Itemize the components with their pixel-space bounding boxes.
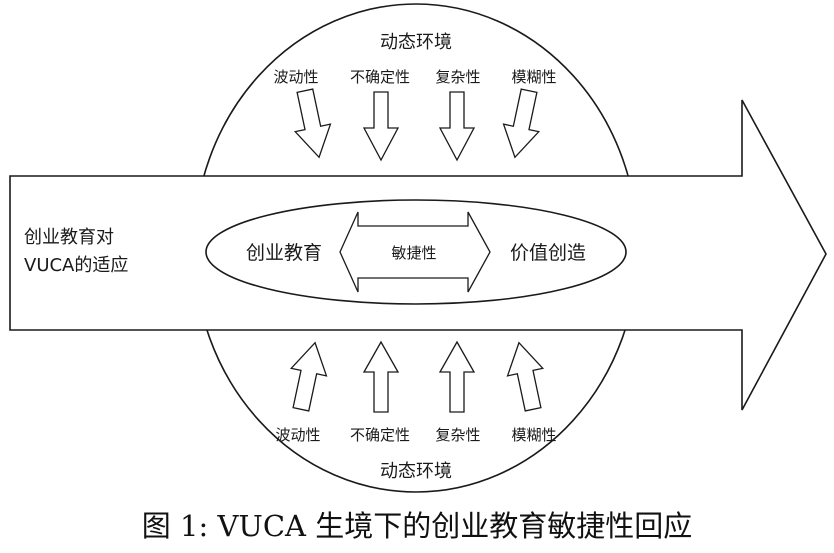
center-left-label: 创业教育 bbox=[246, 242, 322, 264]
up-arrow-volatility bbox=[289, 341, 328, 412]
bottom-arrows bbox=[289, 340, 545, 413]
top-factor-volatility: 波动性 bbox=[273, 68, 318, 86]
down-arrow-ambiguity bbox=[502, 88, 541, 159]
top-arrows bbox=[293, 88, 541, 162]
up-arrow-ambiguity bbox=[506, 341, 545, 412]
down-arrow-complexity bbox=[438, 91, 476, 162]
down-arrow-uncertainty bbox=[362, 91, 400, 162]
left-label-line1: 创业教育对 bbox=[24, 227, 114, 248]
top-factor-complexity: 复杂性 bbox=[435, 68, 480, 86]
left-label-line2: VUCA的适应 bbox=[24, 255, 128, 276]
up-arrow-complexity bbox=[438, 340, 476, 413]
bottom-environment-title: 动态环境 bbox=[380, 461, 452, 482]
agility-label: 敏捷性 bbox=[391, 244, 436, 262]
down-arrow-volatility bbox=[293, 88, 332, 159]
top-factor-uncertainty: 不确定性 bbox=[350, 68, 410, 86]
bottom-factor-uncertainty: 不确定性 bbox=[350, 426, 410, 444]
figure-caption: 图 1: VUCA 生境下的创业教育敏捷性回应 bbox=[142, 509, 692, 543]
center-right-label: 价值创造 bbox=[510, 242, 586, 264]
top-factor-ambiguity: 模糊性 bbox=[511, 68, 556, 86]
bottom-factor-complexity: 复杂性 bbox=[435, 426, 480, 444]
up-arrow-uncertainty bbox=[362, 340, 400, 413]
bottom-factor-volatility: 波动性 bbox=[275, 426, 320, 444]
top-environment-title: 动态环境 bbox=[380, 32, 452, 53]
bottom-factor-ambiguity: 模糊性 bbox=[511, 426, 556, 444]
agility-double-arrow bbox=[339, 211, 491, 293]
